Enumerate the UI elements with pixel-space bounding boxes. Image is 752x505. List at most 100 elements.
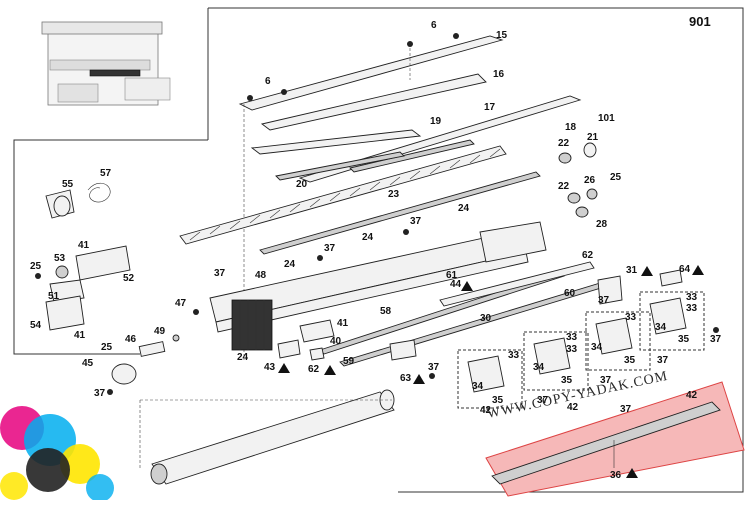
diagram-frame <box>208 7 744 493</box>
part-23-rod <box>259 171 541 255</box>
callout-33: 33 <box>625 312 637 323</box>
callout-55: 55 <box>62 179 74 190</box>
callout-33: 33 <box>686 303 698 314</box>
callout-labels: 6 15 6 16 17 101 18 19 21 22 57 55 20 22… <box>30 20 722 481</box>
callout-37: 37 <box>428 362 440 373</box>
callout-101: 101 <box>598 113 615 124</box>
callout-37: 37 <box>324 243 336 254</box>
callout-37: 37 <box>600 375 612 386</box>
callout-37: 37 <box>410 216 422 227</box>
callout-26: 26 <box>584 175 596 186</box>
callout-37: 37 <box>214 268 226 279</box>
part-31-bracket <box>597 275 623 305</box>
callout-30: 30 <box>480 313 492 324</box>
callout-44: 44 <box>450 279 462 290</box>
part-16-sheet <box>260 73 487 131</box>
callout-62: 62 <box>582 250 594 261</box>
callout-54: 54 <box>30 320 42 331</box>
callout-49: 49 <box>154 326 166 337</box>
fuser-frame-assembly <box>209 221 547 351</box>
callout-42: 42 <box>567 402 579 413</box>
callout-58: 58 <box>380 306 392 317</box>
callout-51: 51 <box>48 291 60 302</box>
callout-62: 62 <box>308 364 320 375</box>
callout-59: 59 <box>343 356 355 367</box>
callout-46: 46 <box>125 334 137 345</box>
callout-43: 43 <box>264 362 276 373</box>
callout-28: 28 <box>596 219 608 230</box>
callout-33: 33 <box>686 292 698 303</box>
callout-37: 37 <box>710 334 722 345</box>
bottom-center-parts <box>277 319 417 361</box>
callout-35: 35 <box>561 375 573 386</box>
callout-34: 34 <box>591 342 603 353</box>
callout-33: 33 <box>566 344 578 355</box>
watermark-logo <box>0 406 114 502</box>
callout-21: 21 <box>587 132 599 143</box>
callout-24: 24 <box>362 232 374 243</box>
callout-60: 60 <box>564 288 576 299</box>
callout-52: 52 <box>123 273 135 284</box>
callout-34: 34 <box>472 381 484 392</box>
triangle-markers <box>278 265 704 478</box>
left-side-parts <box>45 182 131 331</box>
part-15-top-cover <box>238 35 504 111</box>
part-60-rail <box>439 261 595 307</box>
callout-35: 35 <box>678 334 690 345</box>
callout-15: 15 <box>496 30 508 41</box>
part-36-highlight <box>485 381 745 497</box>
callout-40: 40 <box>330 336 342 347</box>
callout-53: 53 <box>54 253 66 264</box>
callout-41: 41 <box>74 330 86 341</box>
copier-thumbnail <box>41 21 171 106</box>
part-20-heat-roller <box>179 145 507 245</box>
callout-34: 34 <box>533 362 545 373</box>
callout-35: 35 <box>492 395 504 406</box>
callout-6: 6 <box>431 20 437 31</box>
part-19-plate <box>250 129 422 155</box>
callout-45: 45 <box>82 358 94 369</box>
callout-20: 20 <box>296 179 308 190</box>
part-64-bracket <box>659 269 683 287</box>
callout-25: 25 <box>610 172 622 183</box>
callout-35: 35 <box>624 355 636 366</box>
callout-37: 37 <box>94 388 106 399</box>
callout-64: 64 <box>679 264 691 275</box>
screw-markers <box>35 33 719 395</box>
callout-6: 6 <box>265 76 271 87</box>
callout-34: 34 <box>655 322 667 333</box>
callout-17: 17 <box>484 102 496 113</box>
callout-22: 22 <box>558 138 570 149</box>
callout-63: 63 <box>400 373 412 384</box>
callout-61: 61 <box>446 270 458 281</box>
callout-33: 33 <box>566 332 578 343</box>
lower-left-parts <box>111 334 180 385</box>
page-number: 901 <box>689 14 711 29</box>
callout-25: 25 <box>101 342 113 353</box>
left-subframe <box>13 139 208 355</box>
callout-24: 24 <box>284 259 296 270</box>
callout-16: 16 <box>493 69 505 80</box>
callout-37: 37 <box>537 395 549 406</box>
callout-19: 19 <box>430 116 442 127</box>
pressure-arm-groups <box>457 291 705 409</box>
callout-48: 48 <box>255 270 267 281</box>
pressure-roller <box>139 389 395 485</box>
callout-33: 33 <box>508 350 520 361</box>
callout-18: 18 <box>565 122 577 133</box>
callout-23: 23 <box>388 189 400 200</box>
callout-37: 37 <box>598 295 610 306</box>
callout-37: 37 <box>657 355 669 366</box>
callout-31: 31 <box>626 265 638 276</box>
callout-42: 42 <box>686 390 698 401</box>
right-side-small-parts <box>558 142 598 218</box>
callout-24: 24 <box>458 203 470 214</box>
callout-47: 47 <box>175 298 187 309</box>
callout-22: 22 <box>558 181 570 192</box>
callout-41: 41 <box>337 318 349 329</box>
callout-25: 25 <box>30 261 42 272</box>
callout-42: 42 <box>480 405 492 416</box>
callout-37: 37 <box>620 404 632 415</box>
